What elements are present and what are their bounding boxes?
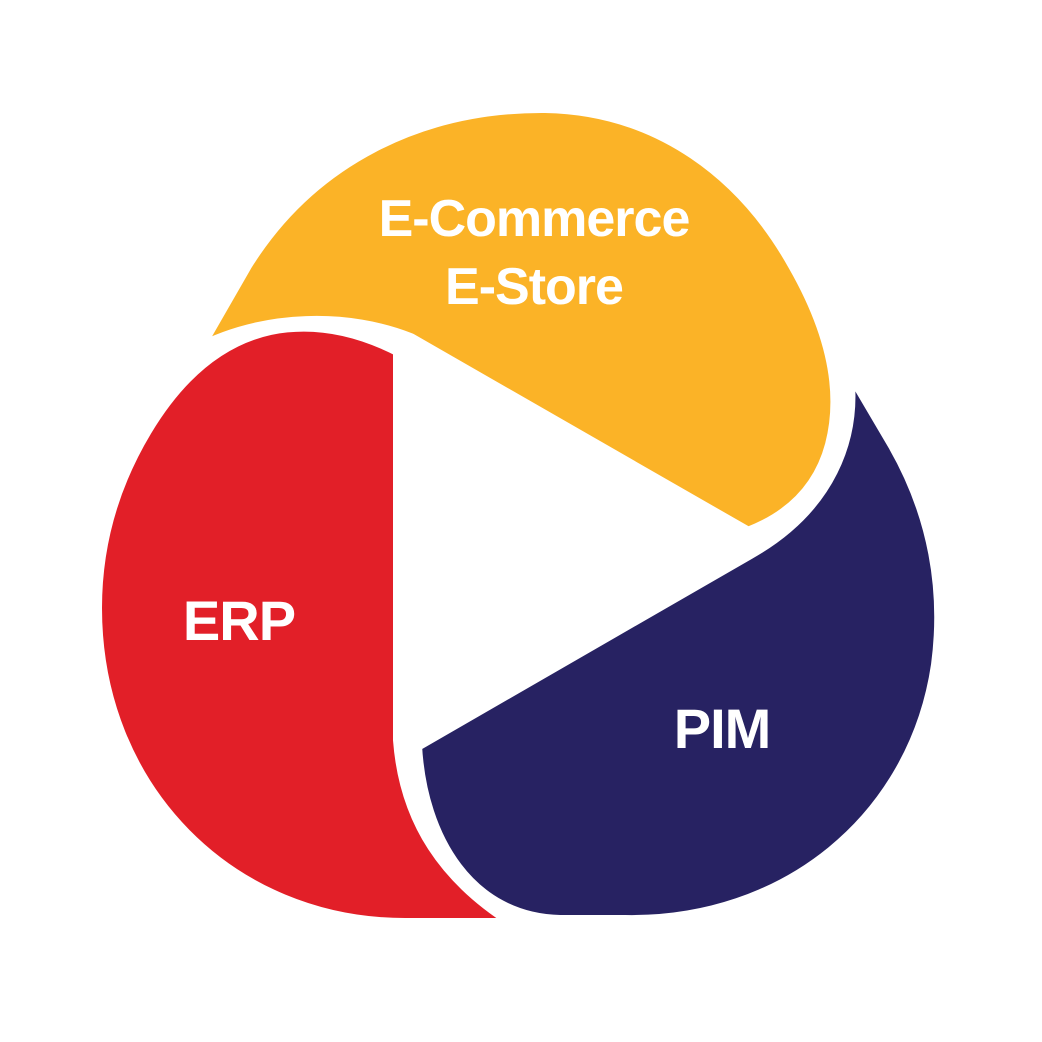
center-triangle xyxy=(400,350,748,745)
label-pim: PIM xyxy=(674,697,771,760)
segment-ecommerce xyxy=(188,98,845,541)
label-ecommerce-line2: E-Store xyxy=(445,258,623,316)
segment-pim xyxy=(408,353,949,930)
label-ecommerce-line1: E-Commerce xyxy=(379,190,690,248)
label-erp: ERP xyxy=(183,589,295,652)
